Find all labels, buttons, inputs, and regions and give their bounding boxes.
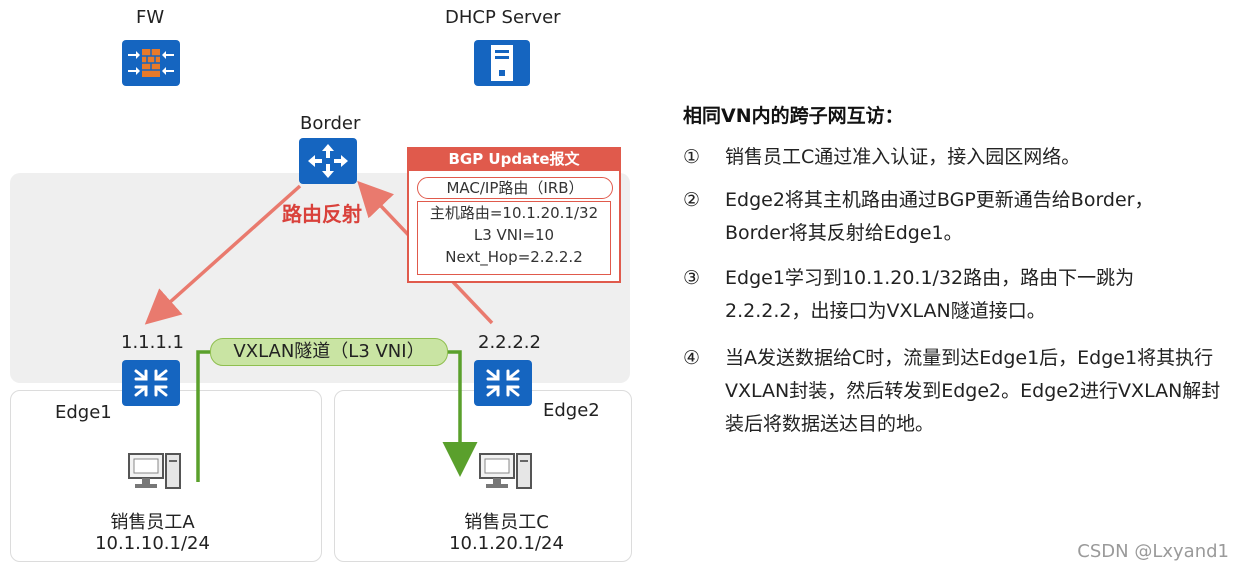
fw-label: FW — [136, 7, 165, 28]
host-route-line: 主机路由=10.1.20.1/32 — [429, 204, 599, 222]
bgp-update-title: BGP Update报文 — [407, 147, 621, 171]
step-number: ③ — [683, 267, 701, 289]
host-a-subnet: 10.1.10.1/24 — [95, 533, 210, 554]
route-reflect-label: 路由反射 — [282, 202, 362, 226]
vxlan-tunnel-label: VXLAN隧道（L3 VNI） — [210, 338, 448, 366]
mac-ip-route-label: MAC/IP路由（IRB） — [417, 177, 613, 199]
step-2: ② Edge2将其主机路由通过BGP更新通告给Border，Border将其反射… — [683, 184, 1203, 250]
firewall-icon — [122, 40, 180, 86]
watermark: CSDN @Lxyand1 — [1077, 541, 1229, 562]
next-hop-line: Next_Hop=2.2.2.2 — [445, 248, 583, 266]
tunnel-right-path — [442, 350, 478, 477]
border-to-edge1-arrow — [144, 184, 302, 325]
connector-layer — [144, 180, 494, 482]
step-number: ④ — [683, 347, 701, 369]
step-text: 当A发送数据给C时，流量到达Edge1后，Edge1将其执行VXLAN封装，然后… — [725, 347, 1221, 435]
l3-vni-line: L3 VNI=10 — [473, 226, 555, 244]
host-c-name: 销售员工C — [464, 512, 549, 533]
step-number: ① — [683, 146, 701, 168]
bgp-update-box: BGP Update报文 MAC/IP路由（IRB） 主机路由=10.1.20.… — [407, 147, 621, 283]
step-3: ③ Edge1学习到10.1.20.1/32路由，路由下一跳为2.2.2.2，出… — [683, 262, 1203, 328]
switch-icon — [474, 360, 532, 406]
step-text: Edge1学习到10.1.20.1/32路由，路由下一跳为2.2.2.2，出接口… — [725, 267, 1135, 322]
step-4: ④ 当A发送数据给C时，流量到达Edge1后，Edge1将其执行VXLAN封装，… — [683, 342, 1237, 441]
route-attributes: 主机路由=10.1.20.1/32 L3 VNI=10 Next_Hop=2.2… — [417, 201, 611, 275]
switch-icon — [122, 360, 180, 406]
edge2-ip: 2.2.2.2 — [478, 332, 541, 353]
step-1: ① 销售员工C通过准入认证，接入园区网络。 — [683, 141, 1237, 174]
step-text: Edge2将其主机路由通过BGP更新通告给Border，Border将其反射给E… — [725, 189, 1154, 244]
step-number: ② — [683, 189, 701, 211]
tunnel-left-path — [196, 350, 210, 482]
edge1-label: Edge1 — [55, 402, 112, 423]
host-c-subnet: 10.1.20.1/24 — [449, 533, 564, 554]
step-text: 销售员工C通过准入认证，接入园区网络。 — [725, 146, 1081, 168]
dhcp-server-label: DHCP Server — [445, 7, 561, 28]
edge1-ip: 1.1.1.1 — [121, 332, 184, 353]
computer-icon — [128, 452, 182, 498]
host-a-name: 销售员工A — [110, 512, 195, 533]
computer-icon — [479, 452, 533, 498]
router-icon — [299, 138, 357, 184]
server-icon — [474, 40, 530, 86]
border-label: Border — [300, 113, 361, 134]
explanation-title: 相同VN内的跨子网互访： — [683, 105, 904, 127]
edge2-label: Edge2 — [543, 400, 600, 421]
